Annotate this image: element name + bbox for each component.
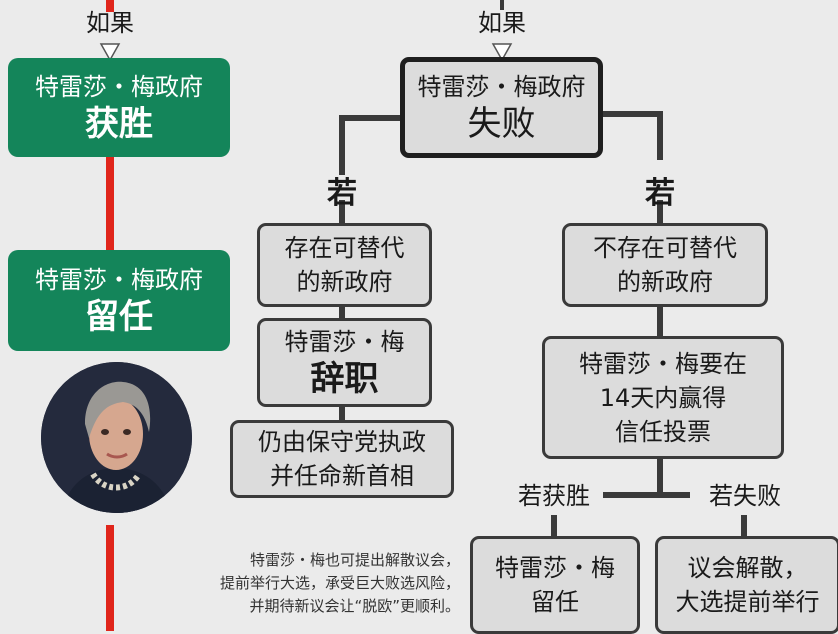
confidence-vote-box: 特雷莎・梅要在 14天内赢得 信任投票 [542, 336, 784, 459]
alt-gov-line-2: 的新政府 [296, 268, 393, 296]
confidence-vote-line-3: 信任投票 [615, 417, 711, 446]
conservative-line-1: 仍由保守党执政 [258, 428, 426, 456]
resign-box: 特雷莎・梅 辞职 [257, 318, 432, 407]
confidence-vote-line-1: 特雷莎・梅要在 [579, 349, 747, 378]
gov-stay-box: 特雷莎・梅政府 留任 [8, 250, 230, 351]
if-label-left: 如果 [86, 9, 134, 37]
side-note-line-2: 提前举行大选，承受巨大败选风险， [219, 574, 460, 592]
portrait-illustration [41, 362, 192, 513]
gov-win-title: 特雷莎・梅政府 [35, 72, 203, 101]
if-fail-label: 若失败 [709, 482, 781, 510]
gov-fail-box: 特雷莎・梅政府 失败 [400, 57, 603, 158]
down-arrow-left [99, 43, 121, 62]
confidence-vote-line-2: 14天内赢得 [599, 383, 727, 412]
may-stays-line-2: 留任 [531, 588, 579, 616]
may-stays-box: 特雷莎・梅 留任 [470, 536, 640, 634]
no-alt-gov-box: 不存在可替代 的新政府 [562, 223, 768, 307]
alt-gov-box: 存在可替代 的新政府 [257, 223, 432, 307]
down-arrow-center [491, 43, 513, 62]
no-alt-gov-line-2: 的新政府 [617, 268, 713, 296]
condition-right: 若 [645, 176, 675, 211]
portrait-photo [41, 362, 192, 513]
connector-fail-right [600, 111, 663, 160]
if-win-label: 若获胜 [518, 482, 590, 510]
may-stays-line-1: 特雷莎・梅 [495, 554, 615, 582]
resign-outcome: 辞职 [310, 358, 379, 399]
parliament-dissolve-box: 议会解散， 大选提前举行 [655, 536, 838, 634]
conservative-line-2: 并任命新首相 [270, 462, 414, 490]
side-note-line-1: 特雷莎・梅也可提出解散议会， [249, 551, 460, 569]
condition-left: 若 [327, 176, 357, 211]
side-note: 特雷莎・梅也可提出解散议会， 提前举行大选，承受巨大败选风险， 并期待新议会让“… [150, 549, 460, 618]
side-note-line-3: 并期待新议会让“脱欧”更顺利。 [249, 597, 460, 615]
connector-fail-left [339, 115, 405, 175]
gov-win-outcome: 获胜 [85, 103, 153, 144]
parliament-dissolve-line-2: 大选提前举行 [675, 588, 820, 616]
if-label-center: 如果 [478, 9, 526, 37]
gov-stay-title: 特雷莎・梅政府 [35, 265, 203, 294]
conservative-box: 仍由保守党执政 并任命新首相 [230, 420, 454, 498]
parliament-dissolve-line-1: 议会解散， [687, 554, 808, 582]
no-alt-gov-line-1: 不存在可替代 [593, 234, 737, 262]
gov-stay-outcome: 留任 [85, 296, 153, 337]
resign-title: 特雷莎・梅 [284, 327, 405, 356]
gov-fail-outcome: 失败 [467, 103, 536, 144]
alt-gov-line-1: 存在可替代 [284, 234, 405, 262]
gov-fail-title: 特雷莎・梅政府 [417, 72, 586, 101]
gov-win-box: 特雷莎・梅政府 获胜 [8, 58, 230, 157]
